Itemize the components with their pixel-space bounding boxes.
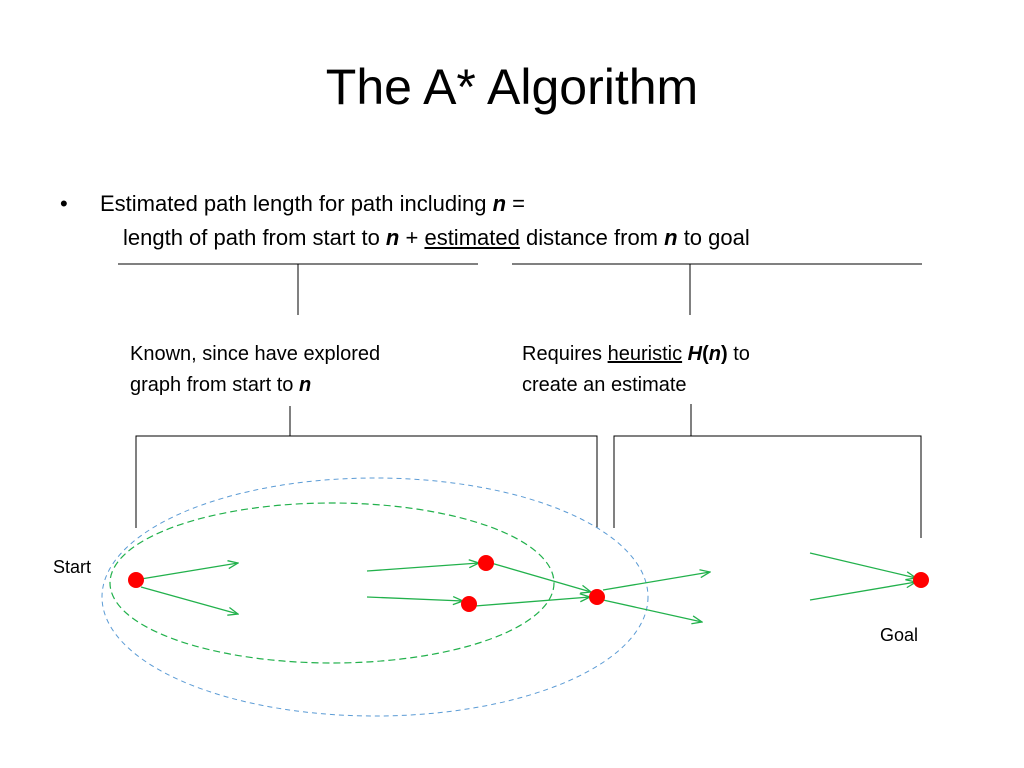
goal-node: [913, 572, 929, 588]
graph-node: [461, 596, 477, 612]
heuristic-note-line2: create an estimate: [522, 374, 687, 396]
edge: [474, 597, 590, 607]
edge: [490, 562, 591, 592]
bracket-known: [135, 435, 598, 528]
formula-line: length of path from start to n + estimat…: [123, 225, 750, 251]
formula-term-goal: to goal: [677, 225, 750, 250]
edge: [140, 563, 238, 580]
edge: [809, 552, 916, 578]
graph-node: [478, 555, 494, 571]
nodes: [128, 555, 929, 612]
bullet-line: • Estimated path length for path includin…: [60, 191, 525, 217]
edge: [602, 599, 702, 622]
graph-brackets: [135, 404, 922, 538]
slide-title: The A* Algorithm: [325, 59, 699, 115]
edge: [366, 597, 463, 601]
known-note: Known, since have explored graph from st…: [130, 339, 380, 401]
var-n: n: [385, 225, 400, 250]
heuristic-note-line1: Requires heuristic H(n) to: [522, 343, 750, 365]
heuristic-note: Requires heuristic H(n) to create an est…: [522, 339, 750, 401]
heuristic-h: H: [687, 343, 703, 365]
estimated-word: estimated: [424, 225, 520, 250]
bracket-estimate: [613, 435, 922, 538]
outer-explored-region: [101, 477, 649, 717]
known-note-line2: graph from start to n: [130, 374, 312, 396]
formula-braces: [118, 263, 922, 315]
edge: [140, 586, 238, 614]
equals-sign: =: [506, 191, 526, 216]
start-label: Start: [53, 557, 92, 577]
known-note-line1: Known, since have explored: [130, 343, 381, 365]
heuristic-word: heuristic: [607, 343, 683, 365]
var-n: n: [708, 343, 721, 365]
start-node: [128, 572, 144, 588]
plus-sign: +: [399, 225, 425, 250]
var-n: n: [298, 374, 312, 396]
edges: [140, 552, 916, 622]
bullet-marker: •: [60, 191, 68, 216]
edge: [366, 563, 479, 572]
frontier-node-n: [589, 589, 605, 605]
var-n: n: [664, 225, 678, 250]
bullet-intro: Estimated path length for path including: [100, 191, 493, 216]
goal-label: Goal: [880, 625, 919, 645]
inner-explored-region: [109, 502, 555, 664]
edge: [602, 572, 710, 591]
formula-term-known: length of path from start to: [123, 225, 386, 250]
var-n: n: [492, 191, 507, 216]
edge: [809, 582, 916, 601]
formula-term-distance: distance from: [519, 225, 665, 250]
